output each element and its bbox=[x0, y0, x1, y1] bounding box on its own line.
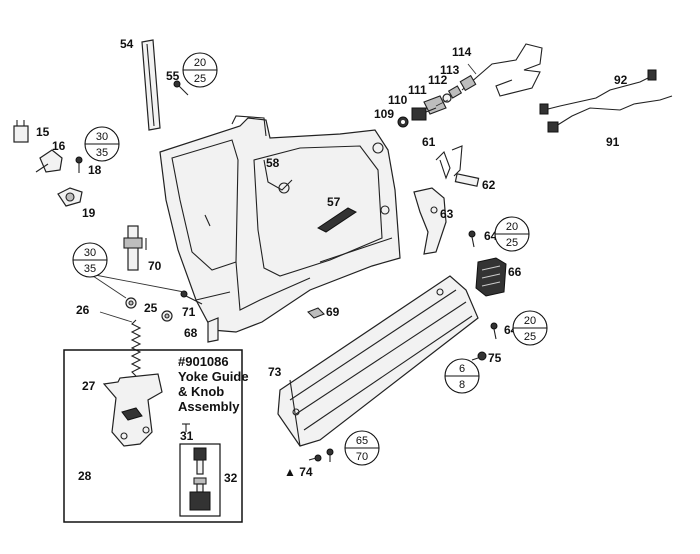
part-label-73: 73 bbox=[268, 365, 282, 379]
torque-value-top: 20 bbox=[524, 315, 536, 327]
part-label-64a: 64 bbox=[484, 229, 498, 243]
part-label-70: 70 bbox=[148, 259, 162, 273]
part-64a-screw bbox=[468, 230, 476, 248]
part-label-110: 110 bbox=[388, 93, 408, 107]
part-18-screw bbox=[75, 156, 83, 173]
part-28-bracket bbox=[121, 407, 143, 421]
part-62-pin bbox=[454, 173, 480, 187]
part-label-62: 62 bbox=[482, 178, 496, 192]
part-label-61: 61 bbox=[422, 135, 436, 149]
part-label-91: 91 bbox=[606, 135, 620, 149]
part-16-bracket bbox=[35, 149, 63, 173]
torque-value-top: 20 bbox=[194, 57, 206, 69]
torque-value-bottom: 8 bbox=[459, 379, 465, 391]
leader-lines bbox=[89, 63, 477, 323]
torque-value-bottom: 70 bbox=[356, 451, 368, 463]
kit-title-line-3: Assembly bbox=[178, 399, 240, 414]
kit-box-901086 bbox=[63, 349, 243, 523]
part-113-spring bbox=[447, 85, 463, 99]
part-label-55: 55 bbox=[166, 69, 180, 83]
part-label-19: 19 bbox=[82, 206, 96, 220]
part-74-screws bbox=[308, 448, 334, 462]
part-label-27: 27 bbox=[82, 379, 96, 393]
part-label-109: 109 bbox=[374, 107, 394, 121]
part-label-69: 69 bbox=[326, 305, 340, 319]
part-label-31: 31 bbox=[180, 429, 194, 443]
part-91-wire bbox=[547, 95, 673, 133]
part-label-66: 66 bbox=[508, 265, 522, 279]
part-label-15: 15 bbox=[36, 125, 50, 139]
part-label-71: 71 bbox=[182, 305, 196, 319]
part-114-cable bbox=[459, 43, 543, 97]
part-110-switch bbox=[411, 107, 437, 121]
part-112-washer bbox=[442, 93, 452, 103]
part-label-75: 75 bbox=[488, 351, 502, 365]
part-label-114: 114 bbox=[452, 45, 472, 59]
part-70-bracket bbox=[123, 225, 147, 271]
part-68-plate bbox=[207, 317, 219, 343]
part-label-16: 16 bbox=[52, 139, 66, 153]
part-label-28: 28 bbox=[78, 469, 92, 483]
part-label-32: 32 bbox=[224, 471, 238, 485]
part-92-wire bbox=[539, 69, 657, 115]
part-73-magazine bbox=[277, 275, 479, 447]
part-label-111: 111 bbox=[408, 83, 427, 97]
part-label-92: 92 bbox=[614, 73, 628, 87]
kit-title-line-2: & Knob bbox=[178, 384, 224, 399]
part-label-54: 54 bbox=[120, 37, 134, 51]
torque-value-top: 65 bbox=[356, 435, 368, 447]
part-69-clip bbox=[307, 307, 325, 319]
torque-value-bottom: 25 bbox=[194, 73, 206, 85]
part-label-112: 112 bbox=[428, 73, 448, 87]
torque-value-top: 6 bbox=[459, 363, 465, 375]
torque-value-bottom: 25 bbox=[524, 331, 536, 343]
part-31-screw bbox=[182, 423, 190, 432]
part-label-63: 63 bbox=[440, 207, 454, 221]
part-32-knob-assembly bbox=[179, 443, 221, 517]
part-label-74: ▲ 74 bbox=[284, 465, 313, 479]
part-label-26: 26 bbox=[76, 303, 90, 317]
torque-value-bottom: 25 bbox=[506, 237, 518, 249]
part-label-18: 18 bbox=[88, 163, 102, 177]
part-label-113: 113 bbox=[440, 63, 460, 77]
torque-value-top: 20 bbox=[506, 221, 518, 233]
part-25-washer bbox=[125, 297, 137, 309]
kit-number: #901086 bbox=[178, 354, 229, 369]
part-label-25: 25 bbox=[144, 301, 158, 315]
part-64b-screw bbox=[490, 322, 498, 340]
part-15-clip bbox=[13, 120, 29, 143]
part-109-nut bbox=[397, 116, 409, 128]
torque-value-top: 30 bbox=[96, 131, 108, 143]
part-63-latch bbox=[413, 187, 447, 255]
torque-value-top: 30 bbox=[84, 247, 96, 259]
part-label-68: 68 bbox=[184, 326, 198, 340]
torque-callout-t75: 68 bbox=[444, 358, 480, 394]
main-housing bbox=[159, 115, 401, 333]
part-54-strip bbox=[141, 39, 161, 131]
part-66-pad bbox=[475, 257, 507, 297]
part-55-screw bbox=[173, 80, 189, 96]
part-26-spring bbox=[130, 319, 142, 377]
part-label-57: 57 bbox=[327, 195, 341, 209]
part-61-spring bbox=[435, 145, 463, 180]
kit-title-line-1: Yoke Guide bbox=[178, 369, 249, 384]
part-111-block bbox=[423, 95, 447, 115]
part-19-wing-nut bbox=[57, 187, 83, 207]
part-71-screw bbox=[180, 290, 203, 305]
part-25b-washer bbox=[161, 310, 173, 322]
part-75-screw bbox=[471, 351, 487, 361]
part-label-58: 58 bbox=[266, 156, 280, 170]
torque-value-bottom: 35 bbox=[84, 263, 96, 275]
torque-value-bottom: 35 bbox=[96, 147, 108, 159]
